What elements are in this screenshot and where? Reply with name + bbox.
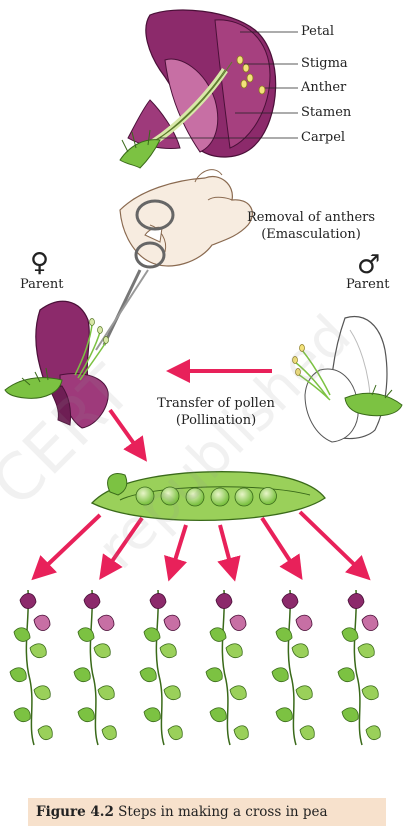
- offspring-arrow-3: [164, 524, 188, 582]
- offspring-plants: [9, 589, 382, 746]
- figure-number: Figure 4.2: [36, 804, 114, 820]
- label-emasculation-1: Removal of anthers: [246, 210, 376, 225]
- label-emasculation-2: (Emasculation): [261, 227, 361, 242]
- male-parent-flower: [292, 316, 403, 443]
- label-pollination-1: Transfer of pollen: [157, 396, 275, 411]
- label-carpel: Carpel: [301, 130, 346, 145]
- pea-plant-2: [73, 589, 118, 746]
- pea-plant-6: [337, 589, 382, 746]
- offspring-arrow-5: [260, 516, 303, 581]
- label-stigma: Stigma: [301, 56, 348, 71]
- pea-plant-3: [139, 589, 184, 746]
- pea-plant-4: [205, 589, 250, 746]
- pod-arrow: [108, 408, 147, 462]
- offspring-arrow-1: [31, 513, 102, 581]
- male-symbol: ♂: [357, 250, 381, 280]
- offspring-arrow-6: [298, 510, 371, 581]
- hand-with-scissors: [95, 169, 253, 351]
- figure-caption-text: Steps in making a cross in pea: [113, 804, 328, 820]
- female-parent-flower: [4, 300, 109, 429]
- label-stamen: Stamen: [301, 105, 352, 120]
- label-pollination-2: (Pollination): [175, 413, 257, 428]
- arrows: [31, 359, 371, 582]
- label-male-parent: Parent: [346, 277, 390, 292]
- female-symbol: ♀: [30, 248, 50, 278]
- offspring-arrow-4: [217, 524, 241, 582]
- label-anther: Anther: [301, 80, 347, 95]
- offspring-arrow-2: [99, 516, 144, 580]
- figure-caption: Figure 4.2 Steps in making a cross in pe…: [28, 798, 386, 826]
- pea-plant-1: [9, 589, 53, 746]
- label-female-parent: Parent: [20, 277, 64, 292]
- label-petal: Petal: [301, 24, 334, 39]
- pea-pod: [90, 471, 326, 521]
- pea-plant-5: [271, 589, 316, 746]
- flower-cross-section: [119, 9, 298, 169]
